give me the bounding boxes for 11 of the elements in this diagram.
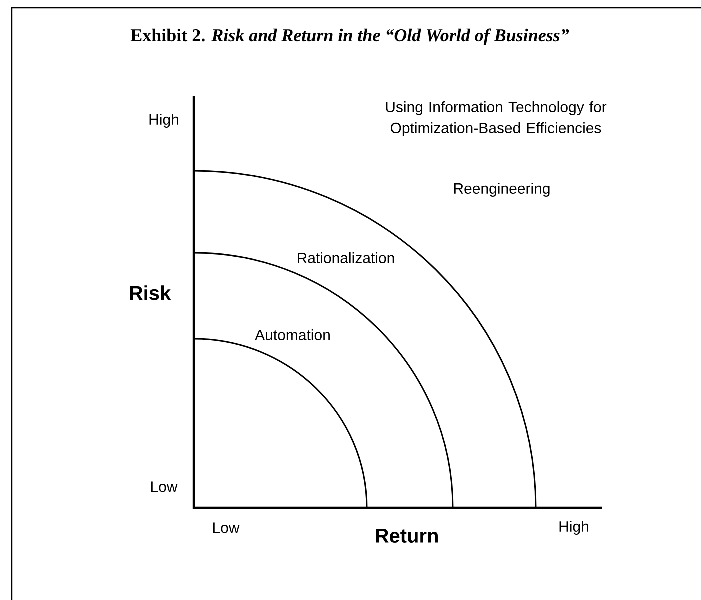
curve-label: Reengineering [454, 183, 550, 197]
axis-tick-label: High [560, 521, 588, 535]
axis-tick-label: High [150, 114, 178, 128]
title: Exhibit 2. Risk and Return in the “Old World of Business” [130, 28, 570, 46]
curve-label: Automation [255, 330, 330, 340]
axis-tick-label: Low [151, 482, 178, 492]
axis-tick-label: Low [213, 522, 240, 534]
curve-label: Rationalization [298, 252, 394, 264]
axis-title: Return [376, 529, 438, 543]
chart-note: Using Information Technology for Optimization-Based Efficiencies [386, 102, 607, 136]
axis-title: Risk [130, 286, 172, 300]
